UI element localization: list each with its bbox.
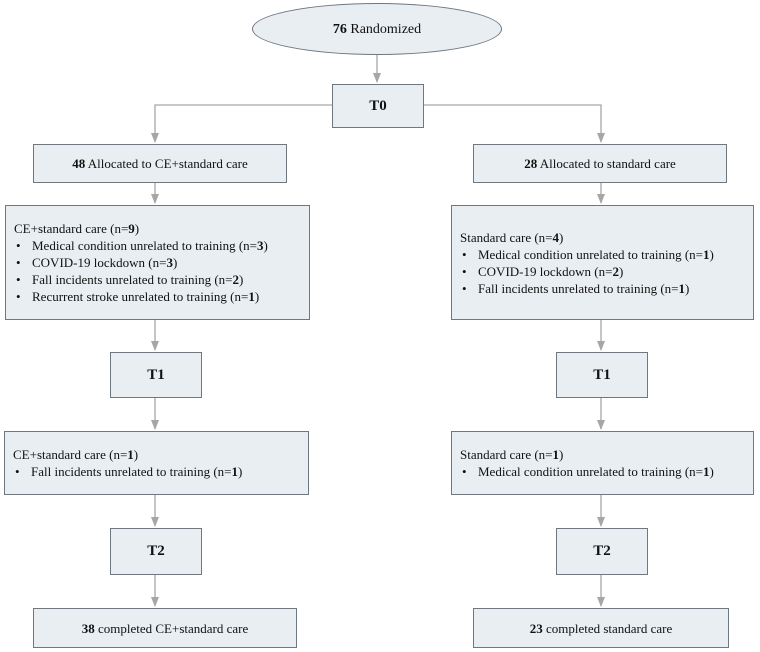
right-timepoint-t1-label: T1	[593, 366, 611, 383]
left-dropout-t1-list: Medical condition unrelated to training …	[14, 237, 303, 305]
right-dropout-t2-total: 1	[552, 447, 560, 462]
right-allocated-box: 28 Allocated to standard care	[473, 144, 727, 183]
right-dropout-t1-list: Medical condition unrelated to training …	[460, 246, 747, 297]
list-item: COVID-19 lockdown (n=3)	[14, 254, 303, 271]
list-item: Fall incidents unrelated to training (n=…	[13, 463, 302, 480]
right-dropout-t1-box: Standard care (n=4) Medical condition un…	[451, 205, 754, 320]
right-dropout-t2-list: Medical condition unrelated to training …	[460, 463, 747, 480]
right-allocated-text: Allocated to standard care	[539, 156, 676, 171]
left-completed-text: completed CE+standard care	[97, 620, 249, 636]
right-dropout-t2-box: Standard care (n=1) Medical condition un…	[451, 431, 754, 495]
right-completed-label: 23 completed standard care	[530, 620, 673, 637]
left-dropout-t1-total: 9	[128, 221, 135, 236]
right-timepoint-t2-label: T2	[593, 543, 611, 559]
right-allocated-label: 28 Allocated to standard care	[524, 155, 676, 172]
right-timepoint-t1-box: T1	[556, 352, 648, 398]
right-dropout-t2-title: Standard care (n=1)	[460, 447, 564, 462]
connector-t0-to-left-arm	[151, 104, 332, 143]
left-dropout-t2-title: CE+standard care (n=1)	[13, 447, 139, 462]
randomized-text: Randomized	[350, 21, 422, 37]
left-allocated-count: 48	[72, 156, 86, 171]
left-dropout-t2-total: 1	[127, 447, 134, 462]
left-allocated-text: Allocated to CE+standard care	[87, 156, 248, 171]
left-dropout-t2-list: Fall incidents unrelated to training (n=…	[13, 463, 302, 480]
list-item: Recurrent stroke unrelated to training (…	[14, 288, 303, 305]
connector-t0-to-right-arm	[424, 104, 605, 143]
left-dropout-t2-box: CE+standard care (n=1) Fall incidents un…	[4, 431, 309, 495]
list-item: Fall incidents unrelated to training (n=…	[14, 271, 303, 288]
randomized-oval: 76 Randomized	[252, 3, 502, 55]
right-completed-box: 23 completed standard care	[473, 608, 729, 648]
left-dropout-t1-box: CE+standard care (n=9) Medical condition…	[5, 205, 310, 320]
right-completed-text: completed standard care	[545, 620, 673, 636]
right-dropout-t1-title: Standard care (n=4)	[460, 229, 564, 245]
right-allocated-count: 28	[524, 156, 538, 171]
randomized-label: 76 Randomized	[333, 21, 421, 38]
left-allocated-box: 48 Allocated to CE+standard care	[33, 144, 287, 183]
left-completed-box: 38 completed CE+standard care	[33, 608, 297, 648]
left-timepoint-t1-label: T1	[147, 366, 165, 383]
right-completed-count: 23	[529, 620, 543, 636]
list-item: COVID-19 lockdown (n=2)	[460, 263, 747, 280]
list-item: Medical condition unrelated to training …	[460, 246, 747, 263]
randomized-count: 76	[332, 21, 347, 37]
list-item: Medical condition unrelated to training …	[14, 237, 303, 254]
left-timepoint-t1-box: T1	[110, 352, 202, 398]
timepoint-t0-label: T0	[369, 97, 387, 114]
left-allocated-label: 48 Allocated to CE+standard care	[72, 155, 248, 172]
left-timepoint-t2-label: T2	[147, 543, 165, 559]
list-item: Fall incidents unrelated to training (n=…	[460, 280, 747, 297]
timepoint-t0-box: T0	[332, 84, 424, 128]
left-completed-count: 38	[81, 620, 95, 636]
right-dropout-t1-total: 4	[552, 229, 560, 245]
left-dropout-t1-title: CE+standard care (n=9)	[14, 221, 140, 236]
list-item: Medical condition unrelated to training …	[460, 463, 747, 480]
left-completed-label: 38 completed CE+standard care	[82, 620, 249, 637]
right-timepoint-t2-box: T2	[556, 528, 648, 575]
left-timepoint-t2-box: T2	[110, 528, 202, 575]
